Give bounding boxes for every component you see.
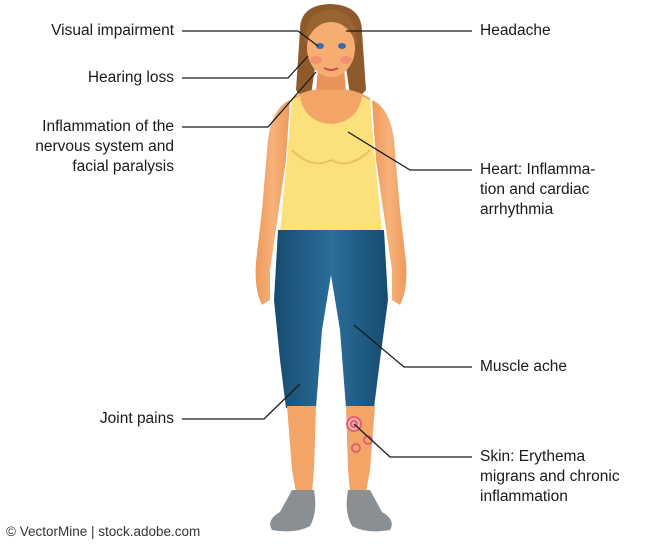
leader-joint: [182, 384, 300, 419]
image-credit: © VectorMine | stock.adobe.com: [6, 524, 200, 539]
label-visual-impairment: Visual impairment: [51, 21, 174, 41]
leader-hearing: [182, 56, 308, 78]
left-shoe: [270, 490, 315, 531]
label-muscle-ache: Muscle ache: [480, 357, 567, 377]
label-joint-pains: Joint pains: [100, 409, 174, 429]
label-nervous-system: Inflammation of the nervous system and f…: [35, 117, 174, 177]
label-hearing-loss: Hearing loss: [88, 68, 174, 88]
left-lower-leg: [287, 406, 316, 492]
leader-visual: [182, 31, 318, 46]
label-headache: Headache: [480, 21, 551, 41]
leggings: [274, 230, 388, 408]
right-cheek-rash: [340, 56, 352, 64]
right-eye: [338, 43, 346, 49]
right-shoe: [347, 490, 392, 531]
label-heart: Heart: Inflamma- tion and cardiac arrhyt…: [480, 160, 595, 220]
label-skin: Skin: Erythema migrans and chronic infla…: [480, 447, 620, 507]
left-cheek-rash: [310, 56, 322, 64]
